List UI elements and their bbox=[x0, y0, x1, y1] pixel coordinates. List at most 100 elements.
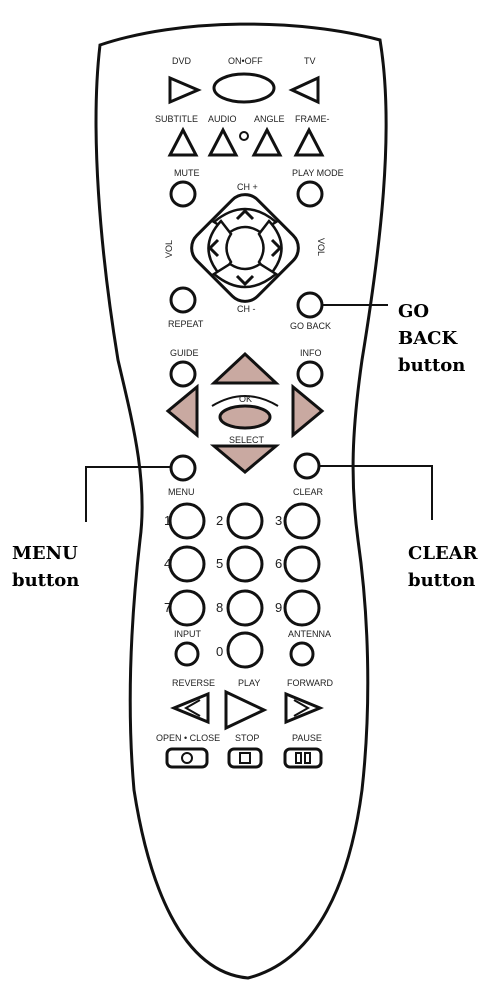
digit-7-label: 7 bbox=[164, 600, 171, 615]
antenna-label: ANTENNA bbox=[288, 629, 331, 639]
dvd-label: DVD bbox=[172, 56, 192, 66]
angle-button[interactable] bbox=[251, 126, 283, 157]
go-back-label: GO BACK bbox=[290, 321, 331, 331]
guide-label: GUIDE bbox=[170, 348, 199, 358]
menu-leader-line bbox=[85, 466, 171, 522]
clear-callout-line-1: CLEAR bbox=[408, 543, 478, 564]
digit-7-button[interactable] bbox=[168, 589, 206, 627]
play-mode-label: PLAY MODE bbox=[292, 168, 344, 178]
vol-left-arrow-icon bbox=[207, 238, 220, 258]
digit-0-label: 0 bbox=[216, 644, 223, 659]
pause-icon bbox=[295, 752, 311, 764]
repeat-button[interactable] bbox=[169, 286, 197, 314]
digit-6-label: 6 bbox=[275, 556, 282, 571]
menu-button[interactable] bbox=[169, 454, 197, 482]
nav-left-button[interactable] bbox=[165, 383, 199, 439]
go-back-callout-line-1: GO bbox=[398, 301, 430, 322]
subtitle-label: SUBTITLE bbox=[155, 114, 198, 124]
go-back-callout-line-3: button bbox=[398, 355, 466, 376]
digit-3-label: 3 bbox=[275, 513, 282, 528]
clear-leader-line bbox=[319, 465, 433, 520]
stop-label: STOP bbox=[235, 733, 259, 743]
digit-8-label: 8 bbox=[216, 600, 223, 615]
vol-left-label: VOL bbox=[164, 240, 174, 258]
clear-button[interactable] bbox=[293, 452, 321, 480]
remote-body-outline bbox=[94, 22, 388, 980]
nav-down-button[interactable] bbox=[209, 444, 281, 474]
digit-1-button[interactable] bbox=[168, 502, 206, 540]
digit-6-button[interactable] bbox=[283, 545, 321, 583]
pause-label: PAUSE bbox=[292, 733, 322, 743]
digit-9-label: 9 bbox=[275, 600, 282, 615]
go-back-button[interactable] bbox=[296, 291, 324, 319]
forward-label: FORWARD bbox=[287, 678, 333, 688]
audio-button[interactable] bbox=[207, 126, 239, 157]
ch-down-arrow-icon bbox=[235, 274, 255, 287]
digit-3-button[interactable] bbox=[283, 502, 321, 540]
tv-label: TV bbox=[304, 56, 316, 66]
digit-1-label: 1 bbox=[164, 513, 171, 528]
pause-button[interactable] bbox=[283, 747, 323, 769]
on-off-button[interactable] bbox=[212, 72, 276, 104]
subtitle-button[interactable] bbox=[167, 126, 199, 157]
onoff-label: ON•OFF bbox=[228, 56, 263, 66]
play-button[interactable] bbox=[224, 689, 268, 731]
ch-plus-label: CH + bbox=[237, 182, 258, 192]
digit-0-button[interactable] bbox=[226, 631, 264, 669]
menu-callout: MENU button bbox=[12, 540, 79, 594]
ok-button[interactable] bbox=[218, 404, 272, 430]
select-label: SELECT bbox=[229, 435, 265, 445]
go-back-callout-line-2: BACK bbox=[398, 328, 458, 349]
antenna-button[interactable] bbox=[289, 641, 315, 667]
digit-2-label: 2 bbox=[216, 513, 223, 528]
tv-button[interactable] bbox=[288, 75, 320, 105]
open-close-label: OPEN • CLOSE bbox=[156, 733, 220, 743]
angle-label: ANGLE bbox=[254, 114, 285, 124]
stop-icon bbox=[239, 752, 251, 764]
ch-down-button[interactable] bbox=[211, 262, 279, 289]
go-back-callout: GO BACK button bbox=[398, 298, 465, 379]
open-close-button[interactable] bbox=[165, 747, 209, 769]
input-label: INPUT bbox=[174, 629, 202, 639]
audio-label: AUDIO bbox=[208, 114, 237, 124]
eject-icon bbox=[181, 752, 193, 764]
menu-callout-line-1: MENU bbox=[12, 543, 78, 564]
nav-up-button[interactable] bbox=[210, 351, 280, 385]
info-label: INFO bbox=[300, 348, 322, 358]
clear-callout: CLEAR button bbox=[408, 540, 478, 594]
digit-8-button[interactable] bbox=[226, 589, 264, 627]
play-label: PLAY bbox=[238, 678, 260, 688]
menu-label: MENU bbox=[168, 487, 195, 497]
digit-9-button[interactable] bbox=[283, 589, 321, 627]
play-mode-button[interactable] bbox=[296, 180, 324, 208]
digit-5-label: 5 bbox=[216, 556, 223, 571]
clear-callout-line-2: button bbox=[408, 570, 476, 591]
reverse-label: REVERSE bbox=[172, 678, 215, 688]
nav-right-button[interactable] bbox=[291, 383, 325, 439]
input-button[interactable] bbox=[174, 641, 200, 667]
menu-callout-line-2: button bbox=[12, 570, 80, 591]
ch-minus-label: CH - bbox=[237, 304, 256, 314]
vol-right-label: VOL bbox=[316, 238, 326, 256]
reverse-icon bbox=[183, 699, 201, 717]
clear-label: CLEAR bbox=[293, 487, 324, 497]
mute-button[interactable] bbox=[169, 180, 197, 208]
digit-4-label: 4 bbox=[164, 556, 171, 571]
frame-button[interactable] bbox=[293, 126, 325, 157]
ok-arc bbox=[211, 395, 279, 407]
guide-button[interactable] bbox=[169, 360, 197, 388]
digit-5-button[interactable] bbox=[226, 545, 264, 583]
dvd-button[interactable] bbox=[168, 75, 202, 105]
vol-right-arrow-icon bbox=[270, 238, 283, 258]
info-button[interactable] bbox=[296, 360, 324, 388]
forward-icon bbox=[293, 699, 311, 717]
digit-2-button[interactable] bbox=[226, 502, 264, 540]
stop-button[interactable] bbox=[227, 747, 263, 769]
digit-4-button[interactable] bbox=[168, 545, 206, 583]
ch-up-arrow-icon bbox=[235, 208, 255, 221]
indicator-led bbox=[239, 131, 249, 141]
mute-label: MUTE bbox=[174, 168, 200, 178]
frame-label: FRAME- bbox=[295, 114, 330, 124]
repeat-label: REPEAT bbox=[168, 319, 204, 329]
